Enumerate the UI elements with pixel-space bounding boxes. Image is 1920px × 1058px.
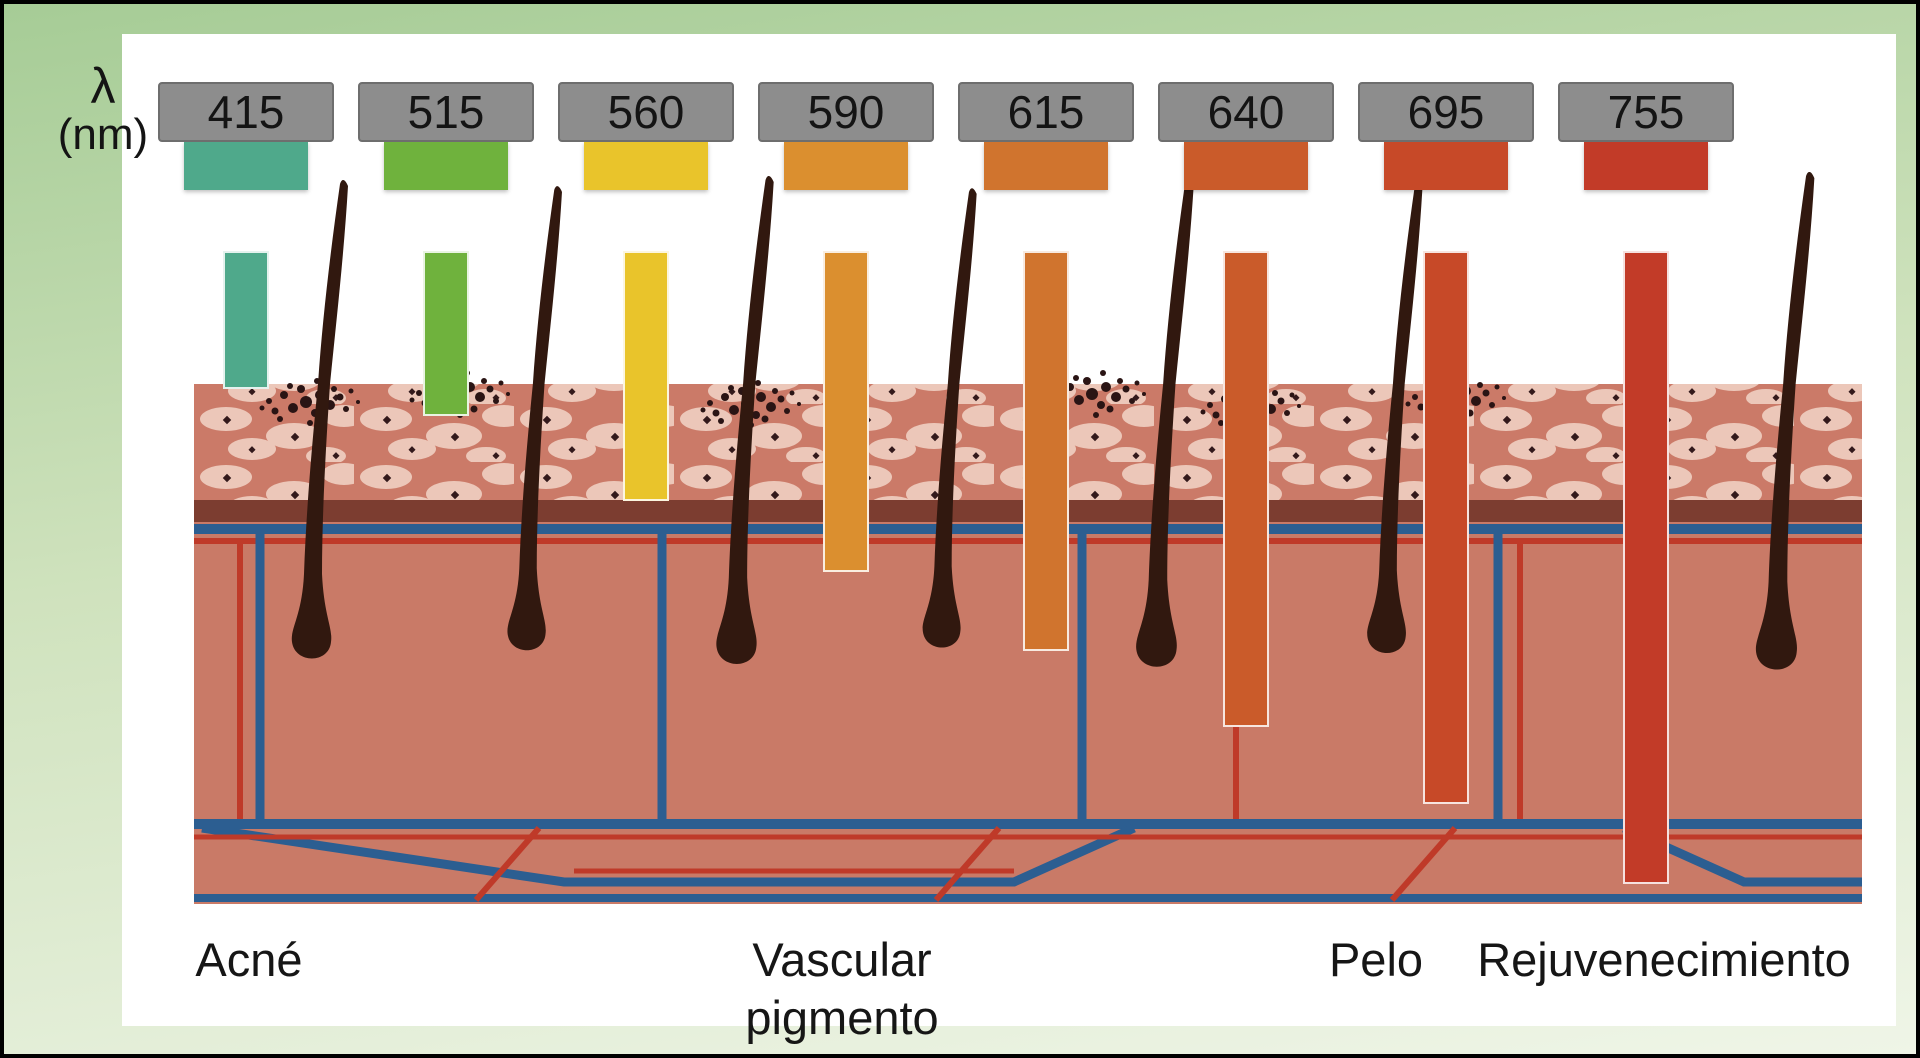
wavelength-swatch	[384, 142, 508, 190]
lambda-symbol: λ	[90, 58, 116, 114]
wavelength-swatch	[984, 142, 1108, 190]
wavelength-chip: 615	[958, 82, 1134, 142]
wavelength-penetration-bar	[223, 251, 269, 389]
wavelength-swatch	[184, 142, 308, 190]
wavelength-chip: 590	[758, 82, 934, 142]
wavelength-chip: 695	[1358, 82, 1534, 142]
lambda-unit: (nm)	[57, 110, 149, 159]
wavelength-row: 415 515 560 590 615 640 695 755	[4, 4, 1916, 1054]
wavelength-penetration-bar	[1623, 251, 1669, 884]
wavelength-chip: 560	[558, 82, 734, 142]
blood-vessels	[194, 524, 1862, 902]
label-acne: Acné	[195, 933, 303, 986]
label-rejuvenation: Rejuvenecimiento	[1477, 933, 1851, 986]
wavelength-chip: 515	[358, 82, 534, 142]
label-hair: Pelo	[1328, 933, 1424, 986]
wavelength-chip: 415	[158, 82, 334, 142]
wavelength-penetration-bar	[623, 251, 669, 501]
wavelength-axis-legend: λ (nm)	[28, 60, 178, 158]
wavelength-swatch	[584, 142, 708, 190]
wavelength-swatch	[1384, 142, 1508, 190]
label-vascular: Vascular	[752, 933, 932, 986]
wavelength-swatch	[784, 142, 908, 190]
wavelength-penetration-bar	[1223, 251, 1269, 727]
wavelength-swatch	[1584, 142, 1708, 190]
wavelength-swatch	[1184, 142, 1308, 190]
label-pigment: pigmento	[745, 991, 939, 1044]
wavelength-penetration-bar	[1023, 251, 1069, 651]
wavelength-chip: 755	[1558, 82, 1734, 142]
wavelength-penetration-bar	[423, 251, 469, 416]
wavelength-penetration-bar	[823, 251, 869, 572]
wavelength-chip: 640	[1158, 82, 1334, 142]
wavelength-penetration-bar	[1423, 251, 1469, 804]
